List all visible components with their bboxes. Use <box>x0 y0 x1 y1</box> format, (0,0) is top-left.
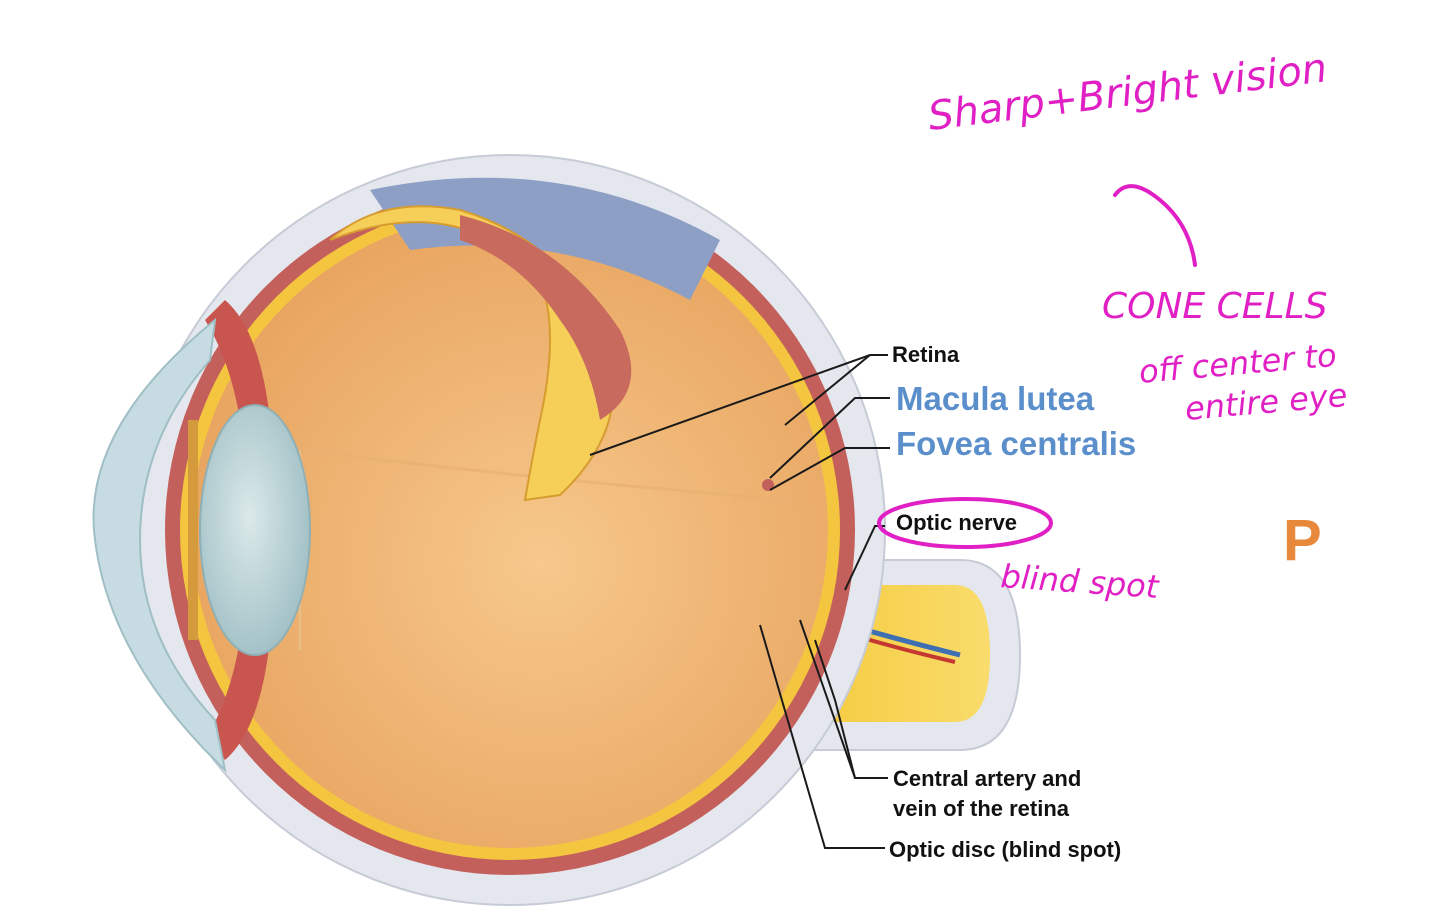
annotation-arrow <box>1115 186 1195 265</box>
annotation-cone-cells: CONE CELLS <box>1102 286 1327 327</box>
label-fovea-centralis: Fovea centralis <box>896 425 1136 462</box>
label-macula-lutea: Macula lutea <box>896 380 1095 417</box>
iris <box>188 420 198 640</box>
label-optic-nerve: Optic nerve <box>896 510 1017 535</box>
lens <box>200 405 310 655</box>
label-optic-disc: Optic disc (blind spot) <box>889 837 1121 862</box>
label-central-artery-line2: vein of the retina <box>893 796 1070 821</box>
label-central-artery-line1: Central artery and <box>893 766 1081 791</box>
annotation-letter-p: P <box>1283 508 1322 573</box>
annotation-blind-spot: blind spot <box>999 557 1161 606</box>
label-retina: Retina <box>892 342 960 367</box>
annotation-sharp-bright: Sharp+Bright vision <box>926 45 1330 140</box>
